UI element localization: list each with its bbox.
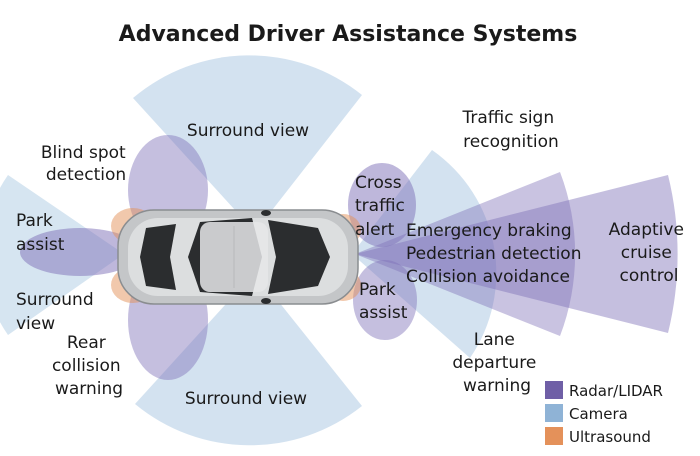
legend-label-radar: Radar/LIDAR (569, 382, 663, 400)
park-assist-front-zone (353, 260, 417, 340)
label-surround-view-rear: Surround view (16, 290, 99, 334)
label-traffic-sign-recognition: Traffic sign recognition (461, 108, 559, 152)
cross-traffic-zone (348, 163, 416, 247)
label-front-functions: Emergency braking Pedestrian detection C… (406, 221, 587, 287)
car-top-view (117, 209, 359, 305)
adaptive-cruise-zone (355, 175, 678, 333)
diagram-title: Advanced Driver Assistance Systems (119, 22, 578, 47)
front-radar-zone (355, 172, 576, 336)
legend-swatch-ultrasound (545, 427, 563, 445)
sensor-labels: Surround view Surround view Blind spot d… (16, 108, 690, 409)
label-park-assist-front: Park assist (359, 280, 408, 323)
surround-view-top-zone (133, 55, 362, 232)
surround-view-bottom-zone (135, 272, 362, 446)
radar-zones (20, 135, 678, 380)
label-rear-collision-warning: Rear collision warning (52, 333, 126, 399)
legend-label-camera: Camera (569, 405, 628, 423)
legend-label-ultrasound: Ultrasound (569, 428, 651, 446)
legend-swatch-radar (545, 381, 563, 399)
label-surround-view-top: Surround view (187, 121, 309, 141)
label-surround-view-bottom: Surround view (185, 389, 307, 409)
label-lane-departure-warning: Lane departure warning (452, 330, 541, 396)
label-cross-traffic-alert: Cross traffic alert (355, 173, 410, 240)
front-camera-zone (352, 150, 497, 358)
label-adaptive-cruise-control: Adaptive cruise control (609, 220, 690, 286)
label-blind-spot-detection: Blind spot detection (41, 143, 131, 185)
legend-swatch-camera (545, 404, 563, 422)
legend: Radar/LIDAR Camera Ultrasound (545, 381, 663, 446)
park-assist-rear-zone (20, 228, 140, 276)
label-park-assist-rear: Park assist (16, 211, 65, 255)
